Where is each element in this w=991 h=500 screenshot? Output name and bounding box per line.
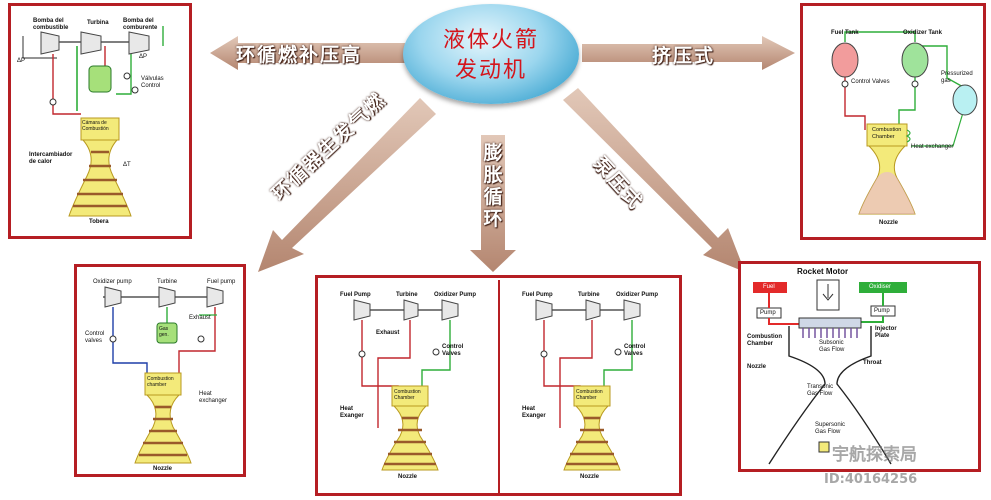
expander-char-3: 循 [483, 186, 503, 208]
gasgen-turbine-label: Turbine [157, 279, 178, 285]
expB-turbine-label: Turbine [578, 292, 600, 298]
panel-rocket-motor: Rocket Motor Fuel Oxidiser Pump Pump Com… [738, 261, 981, 472]
motor-fuel-label: Fuel [763, 284, 775, 290]
expander-char-2: 胀 [483, 164, 503, 186]
arrow-left [210, 36, 405, 70]
gasgen-heat-exchanger-label: Heat exchanger [199, 391, 228, 404]
staged-dp-left: ΔP [17, 58, 26, 64]
gasgen-nozzle-label: Nozzle [153, 466, 173, 472]
staged-heat-exchanger-label: Intercambiador de calor [29, 152, 73, 165]
arrow-right [582, 36, 795, 70]
pressure-gas-label: Pressurized gas [941, 71, 973, 84]
gasgen-chamber-label: Combustion chamber [147, 376, 174, 388]
pressure-control-valves-label: Control Valves [851, 79, 890, 85]
staged-diagram [22, 26, 164, 217]
motor-transonic: Transonic Gas Flow [807, 384, 834, 397]
arrow-label-expander: 膨 胀 循 环 [482, 142, 504, 230]
expander-diagram [353, 280, 641, 493]
staged-chamber-label: Cámara de Combustión [82, 120, 109, 132]
expB-chamber-label: Combustion Chamber [576, 389, 603, 401]
arrow-down-left [258, 98, 436, 272]
motor-throat: Throat [863, 360, 882, 366]
gasgen-fuel-pump-label: Fuel pump [207, 279, 236, 285]
motor-subsonic: Subsonic Gas Flow [819, 340, 845, 353]
pressure-heat-exchanger-label: Heat exchanger [911, 144, 954, 150]
expB-control-valves-label: Control Valves [624, 344, 646, 357]
pressure-oxidizer-tank-label: Oxidizer Tank [903, 30, 942, 36]
staged-dp-right: ΔP [139, 54, 148, 60]
expA-fuel-pump-label: Fuel Pump [340, 292, 371, 298]
motor-injector-plate: Injector Plate [875, 326, 897, 339]
gasgen-diagram [103, 286, 224, 464]
expB-fuel-pump-label: Fuel Pump [522, 292, 553, 298]
expA-nozzle-label: Nozzle [398, 474, 418, 480]
panel-staged-combustion: Bomba del combustible Turbina Bomba del … [8, 3, 192, 239]
expB-nozzle-label: Nozzle [580, 474, 600, 480]
motor-combustion-chamber: Combustion Chamber [747, 334, 782, 347]
panel-pressure-fed: Fuel Tank Oxidizer Tank Control Valves P… [800, 3, 986, 240]
expA-oxidizer-pump-label: Oxidizer Pump [434, 292, 477, 298]
gasgen-oxidizer-pump-label: Oxidizer pump [93, 279, 132, 285]
gasgen-generator-label: Gas gen. [159, 326, 169, 338]
motor-nozzle: Nozzle [747, 364, 767, 370]
center-ellipse [403, 4, 579, 104]
arrow-down-right [563, 88, 745, 272]
motor-supersonic: Supersonic Gas Flow [815, 422, 846, 435]
watermark-id: ID:40164256 [824, 472, 918, 487]
motor-title: Rocket Motor [797, 267, 849, 276]
motor-oxidiser-label: Oxidiser [869, 284, 892, 290]
expA-control-valves-label: Control Valves [442, 344, 464, 357]
panel-gas-generator: Oxidizer pump Turbine Fuel pump Exhaust … [74, 264, 246, 477]
pressure-fuel-tank-label: Fuel Tank [831, 30, 859, 36]
expA-heat-exchanger-label: Heat Exanger [340, 406, 364, 419]
staged-nozzle-label: Tobera [89, 219, 109, 225]
expB-heat-exchanger-label: Heat Exanger [522, 406, 546, 419]
center-title-line2: 发动机 [454, 58, 527, 83]
expander-char-4: 环 [483, 208, 503, 230]
gasgen-control-valves-label: Control valves [85, 331, 105, 344]
arrow-down [470, 135, 516, 272]
expA-chamber-label: Combustion Chamber [394, 389, 421, 401]
staged-fuel-pump-label: Bomba del combustible [33, 18, 69, 31]
staged-oxidizer-pump-label: Bomba del comburente [123, 18, 158, 31]
staged-turbine-label: Turbina [87, 20, 109, 26]
motor-pump-left: Pump [760, 310, 776, 316]
motor-pump-right: Pump [874, 308, 890, 314]
center-title-line1: 液体火箭 [442, 28, 539, 53]
expander-char-1: 膨 [483, 142, 503, 164]
watermark-name: 宇航探索局 [832, 445, 917, 465]
pressure-nozzle-label: Nozzle [879, 220, 899, 226]
panel-expander: Fuel Pump Turbine Oxidizer Pump Exhaust … [315, 275, 682, 496]
expA-exhaust-label: Exhaust [376, 330, 400, 336]
arrow-label-staged: 环循燃补压高 [236, 44, 363, 66]
pressure-diagram [831, 31, 978, 215]
staged-dt-label: ΔT [123, 162, 131, 168]
pressure-chamber-label: Combustion Chamber [872, 127, 902, 140]
arrow-label-pressure: 挤压式 [652, 45, 716, 67]
expA-turbine-label: Turbine [396, 292, 418, 298]
motor-diagram [753, 279, 907, 465]
staged-valves-label: Válvulas Control [141, 76, 164, 89]
expB-oxidizer-pump-label: Oxidizer Pump [616, 292, 659, 298]
gasgen-exhaust-label: Exhaust [189, 315, 211, 321]
